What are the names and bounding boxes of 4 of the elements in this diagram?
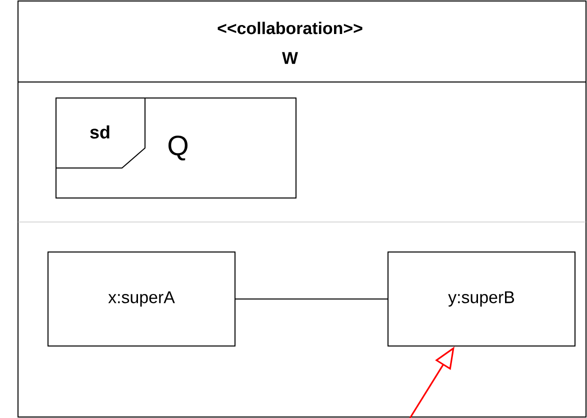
sequence-frame: sd Q: [56, 98, 296, 198]
part-box: y:superB: [388, 252, 576, 346]
connector-line: [235, 298, 388, 300]
part-box: x:superA: [48, 252, 236, 346]
